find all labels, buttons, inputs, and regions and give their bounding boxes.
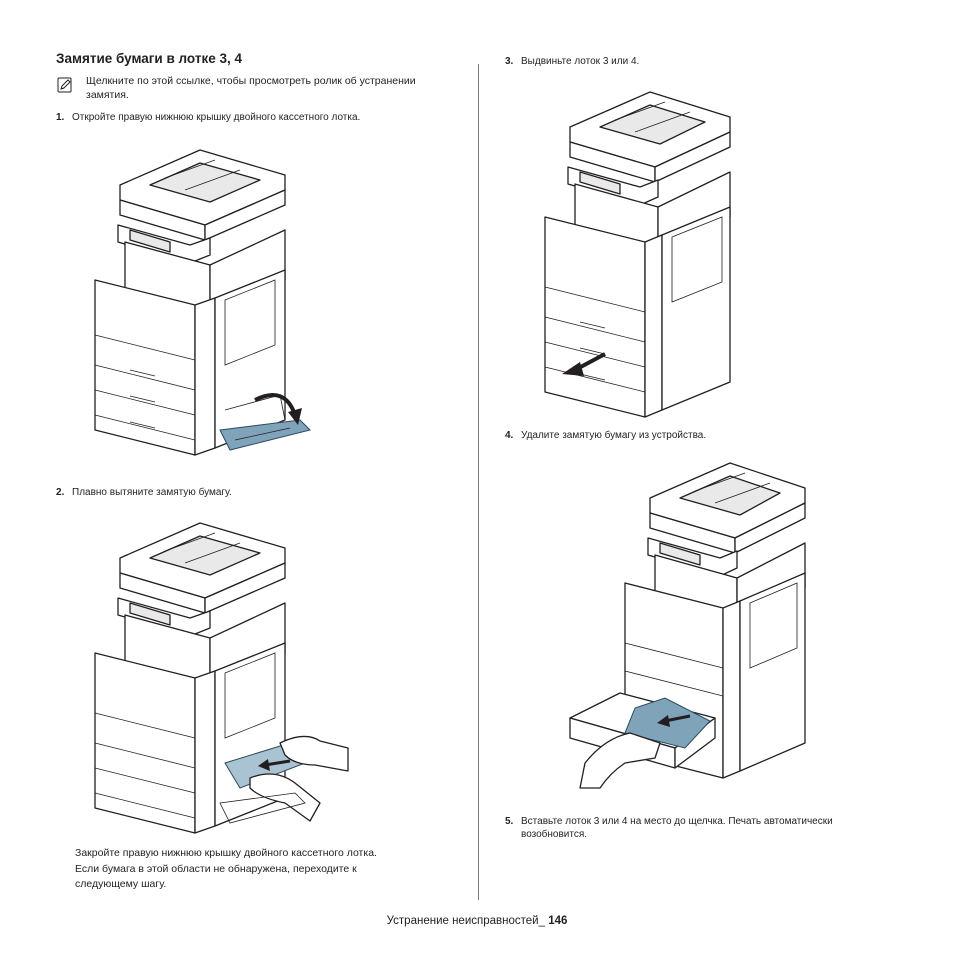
note-pencil-icon — [57, 77, 72, 93]
step-1-number: 1. — [56, 112, 65, 123]
pull-jammed-paper-illustration — [94, 522, 349, 834]
page-footer: Устранение неисправностей_ 146 — [0, 915, 954, 927]
printer-cover-open-illustration — [94, 149, 311, 456]
pull-out-tray-illustration — [544, 91, 731, 418]
step-5-number: 5. — [505, 816, 514, 827]
footer-label: Устранение неисправностей_ — [386, 915, 545, 927]
step-3-number: 3. — [505, 56, 514, 67]
step-1-text: Откройте правую нижнюю крышку двойного к… — [72, 112, 361, 123]
step-2-number: 2. — [56, 487, 65, 498]
close-cover-instruction: Закройте правую нижнюю крышку двойного к… — [75, 847, 377, 859]
step-4-text: Удалите замятую бумагу из устройства. — [521, 430, 707, 441]
column-divider — [478, 64, 479, 900]
step-1: 1. Откройте правую нижнюю крышку двойного… — [56, 111, 360, 124]
next-step-instruction: Если бумага в этой области не обнаружена… — [75, 863, 357, 890]
step-5-text: Вставьте лоток 3 или 4 на место до щелчк… — [521, 816, 833, 840]
page-number: 146 — [548, 915, 568, 927]
section-title: Замятие бумаги в лотке 3, 4 — [56, 51, 242, 66]
step-2-text: Плавно вытяните замятую бумагу. — [72, 487, 232, 498]
step-4-number: 4. — [505, 430, 514, 441]
step-5: 5. Вставьте лоток 3 или 4 на место до ще… — [505, 815, 905, 841]
step-3: 3. Выдвиньте лоток 3 или 4. — [505, 55, 639, 68]
video-link-note[interactable]: Щелкните по этой ссылке, чтобы просмотре… — [86, 75, 416, 101]
step-3-text: Выдвиньте лоток 3 или 4. — [521, 56, 640, 67]
step-4: 4. Удалите замятую бумагу из устройства. — [505, 429, 706, 442]
step-2: 2. Плавно вытяните замятую бумагу. — [56, 486, 232, 499]
remove-paper-from-tray-illustration — [569, 462, 806, 789]
